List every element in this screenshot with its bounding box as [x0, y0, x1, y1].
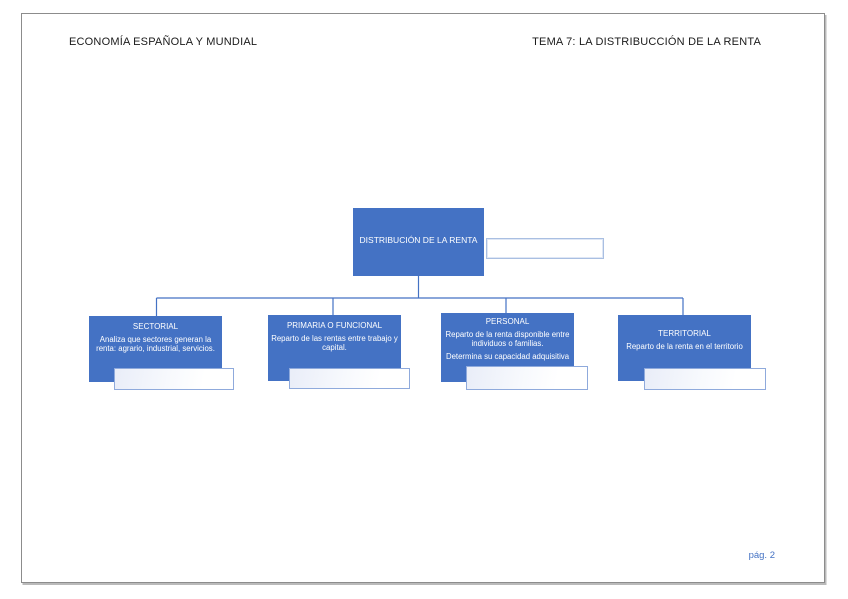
node-primaria-title: PRIMARIA O FUNCIONAL: [286, 321, 383, 330]
header-right: TEMA 7: LA DISTRIBUCCIÓN DE LA RENTA: [532, 36, 761, 48]
answer-box-sectorial[interactable]: [114, 368, 234, 390]
node-personal-title: PERSONAL: [485, 317, 530, 326]
diagram-root-node: DISTRIBUCIÓN DE LA RENTA: [353, 208, 484, 276]
answer-box-territorial[interactable]: [644, 368, 766, 390]
node-sectorial-title: SECTORIAL: [132, 322, 179, 331]
answer-box-primaria[interactable]: [289, 368, 410, 389]
node-territorial-body: Reparto de la renta en el territorio: [626, 342, 743, 351]
node-primaria-body: Reparto de las rentas entre trabajo y ca…: [271, 334, 398, 353]
root-answer-box[interactable]: [486, 238, 604, 259]
node-territorial: TERRITORIAL Reparto de la renta en el te…: [618, 315, 751, 381]
document-page: ECONOMÍA ESPAÑOLA Y MUNDIAL TEMA 7: LA D…: [21, 13, 825, 583]
answer-box-personal[interactable]: [466, 366, 588, 390]
node-personal-body-2: Determina su capacidad adquisitiva: [445, 351, 570, 361]
header-left: ECONOMÍA ESPAÑOLA Y MUNDIAL: [69, 36, 258, 48]
page-number: pág. 2: [748, 550, 775, 561]
node-sectorial-body: Analiza que sectores generan la renta: a…: [96, 335, 215, 354]
node-personal-body-1: Reparto de la renta disponible entre ind…: [445, 330, 570, 349]
node-territorial-title: TERRITORIAL: [658, 329, 711, 338]
root-node-title: DISTRIBUCIÓN DE LA RENTA: [359, 235, 478, 246]
connector-lines: [155, 276, 684, 316]
